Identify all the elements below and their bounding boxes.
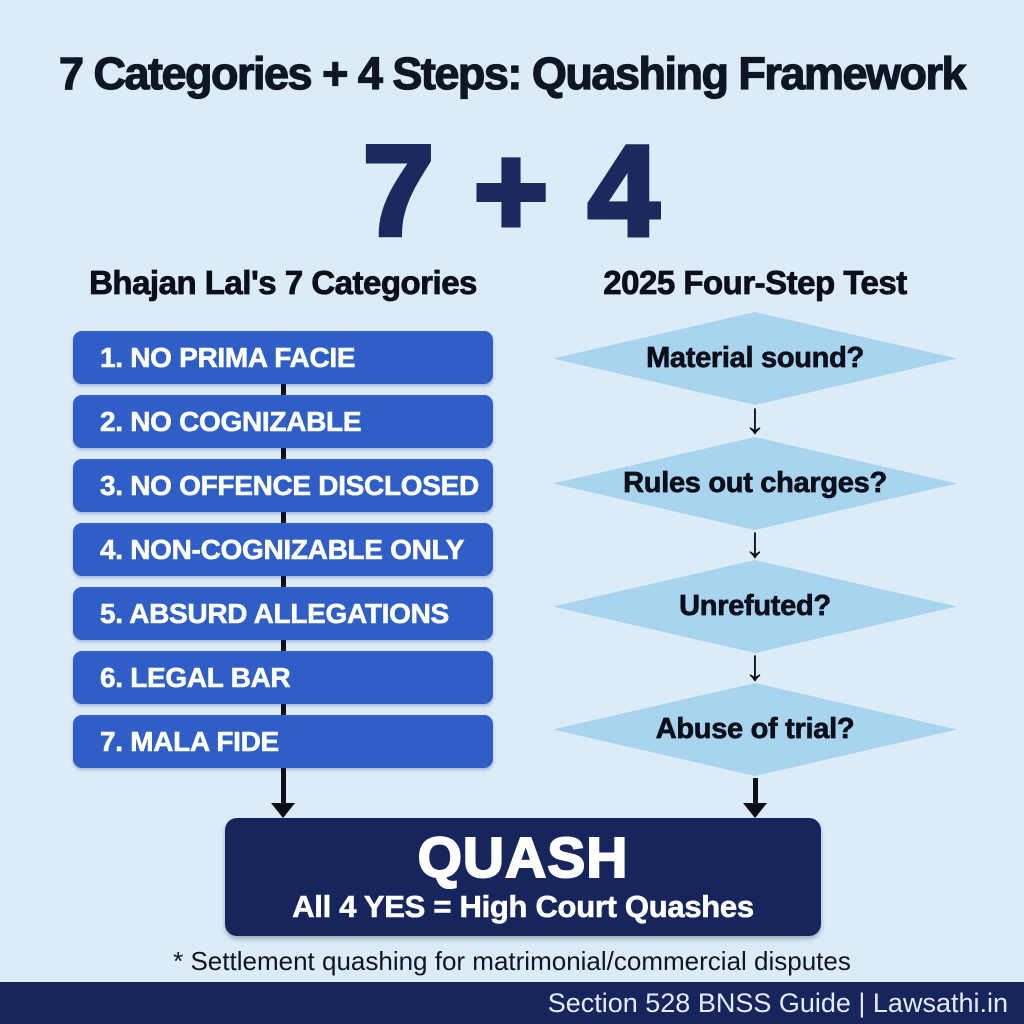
step-label-4: Abuse of trial? xyxy=(655,713,855,746)
result-title: QUASH xyxy=(417,826,629,890)
down-arrow-icon: ↓ xyxy=(744,518,766,567)
categories-list: 1. NO PRIMA FACIE 2. NO COGNIZABLE 3. NO… xyxy=(73,331,493,774)
category-item-2: 2. NO COGNIZABLE xyxy=(73,395,493,448)
down-arrow-icon xyxy=(271,772,295,820)
step-label-3: Unrefuted? xyxy=(679,590,832,623)
page-title: 7 Categories + 4 Steps: Quashing Framewo… xyxy=(58,47,967,99)
down-arrow-icon: ↓ xyxy=(744,641,766,690)
step-diamond-4: Abuse of trial? xyxy=(553,683,957,776)
down-arrow-icon: ↓ xyxy=(744,394,766,443)
arrow-head xyxy=(271,803,295,818)
arrow-shaft xyxy=(281,772,286,805)
step-label-1: Material sound? xyxy=(646,342,865,375)
footer-text: Section 528 BNSS Guide | Lawsathi.in xyxy=(547,987,1008,1018)
footer-bar: Section 528 BNSS Guide | Lawsathi.in xyxy=(0,982,1024,1024)
category-item-3: 3. NO OFFENCE DISCLOSED xyxy=(73,459,493,512)
step-diamond-1: Material sound? xyxy=(553,312,957,405)
quash-result-box: QUASH All 4 YES = High Court Quashes xyxy=(225,818,821,936)
result-subtitle: All 4 YES = High Court Quashes xyxy=(292,889,754,925)
left-column-heading: Bhajan Lal's 7 Categories xyxy=(89,264,478,302)
big-equation: 7 + 4 xyxy=(360,118,662,266)
step-diamond-3: Unrefuted? xyxy=(553,560,957,653)
category-item-4: 4. NON-COGNIZABLE ONLY xyxy=(73,523,493,576)
footnote: * Settlement quashing for matrimonial/co… xyxy=(173,946,851,976)
arrow-head xyxy=(743,803,767,818)
category-item-7: 7. MALA FIDE xyxy=(73,715,493,768)
step-label-2: Rules out charges? xyxy=(623,467,888,500)
category-item-6: 6. LEGAL BAR xyxy=(73,651,493,704)
arrow-shaft xyxy=(753,778,758,805)
category-item-5: 5. ABSURD ALLEGATIONS xyxy=(73,587,493,640)
down-arrow-icon xyxy=(743,778,767,820)
right-column-heading: 2025 Four-Step Test xyxy=(603,264,908,302)
step-diamond-2: Rules out charges? xyxy=(553,437,957,530)
category-item-1: 1. NO PRIMA FACIE xyxy=(73,331,493,384)
